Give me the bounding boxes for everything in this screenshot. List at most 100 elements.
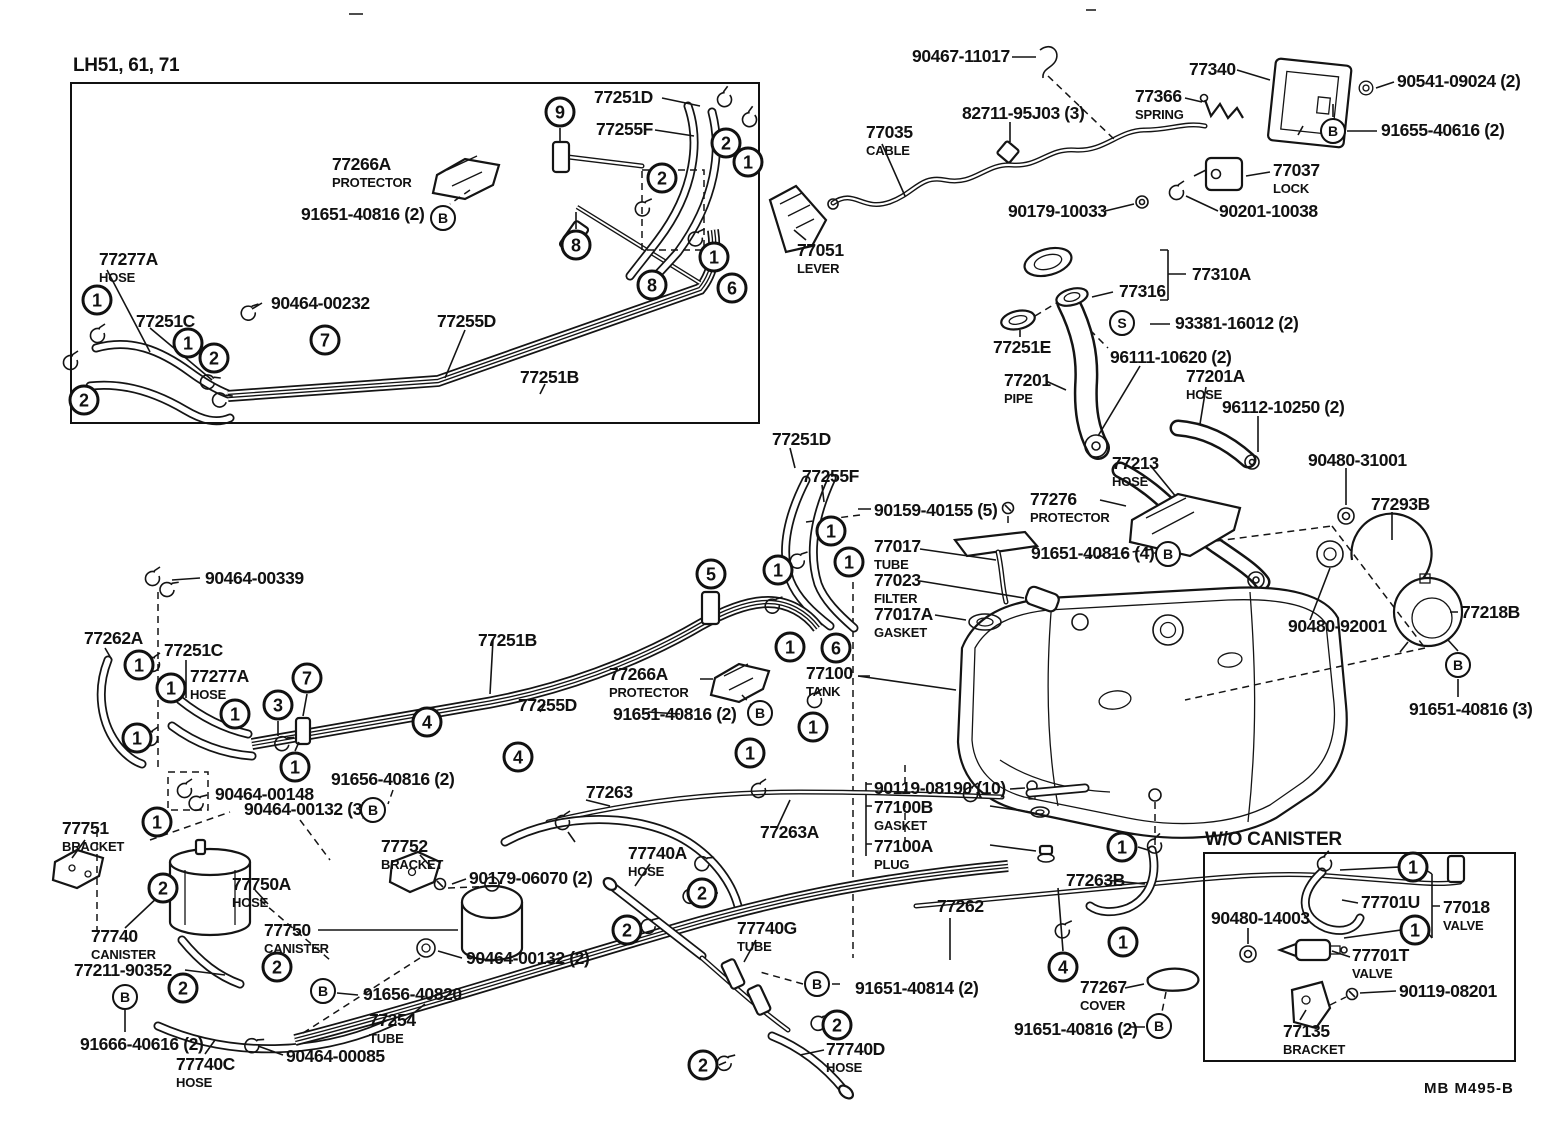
callout-1: 1 bbox=[123, 649, 155, 681]
wo-canister-parts bbox=[1239, 849, 1440, 1030]
part-label-91656-40816-2-: 91656-40816 (2) bbox=[331, 769, 455, 789]
part-number: 77701U bbox=[1361, 892, 1420, 912]
part-label-77262a: 77262A bbox=[84, 628, 143, 648]
part-label-77293b: 77293B bbox=[1371, 495, 1430, 514]
callout-1: 1 bbox=[1399, 914, 1431, 946]
part-number: 90201-10038 bbox=[1219, 201, 1318, 221]
part-number: 77740A bbox=[628, 843, 687, 863]
part-number: 77263B bbox=[1066, 870, 1125, 890]
callout-2: 2 bbox=[821, 1009, 853, 1041]
part-number: 77254 bbox=[369, 1010, 416, 1030]
callout-2: 2 bbox=[710, 127, 742, 159]
callout-b: B bbox=[1445, 652, 1471, 678]
part-label-91651-40814-2-: 91651-40814 (2) bbox=[855, 978, 979, 998]
part-number: 77251E bbox=[993, 337, 1051, 357]
part-label-77310a: 77310A bbox=[1192, 265, 1251, 284]
part-number: 91655-40616 (2) bbox=[1381, 120, 1505, 140]
part-number: 77255D bbox=[518, 695, 577, 715]
callout-1: 1 bbox=[774, 631, 806, 663]
part-number: 77266A bbox=[609, 664, 668, 684]
part-number: 77340 bbox=[1189, 59, 1236, 79]
part-label-77255f: 77255F bbox=[596, 119, 653, 139]
part-number: 90159-40155 (5) bbox=[874, 500, 998, 520]
part-label-77251d: 77251D bbox=[594, 88, 653, 107]
callout-4: 4 bbox=[411, 706, 443, 738]
part-number: 77316 bbox=[1119, 281, 1166, 301]
callout-3: 3 bbox=[262, 689, 294, 721]
part-label-90467-11017: 90467-11017 bbox=[912, 47, 1010, 66]
part-number: 91651-40814 (2) bbox=[855, 978, 979, 998]
part-number: 90464-00148 bbox=[215, 784, 314, 804]
part-number: 77740C bbox=[176, 1054, 235, 1074]
part-descriptor: CABLE bbox=[866, 142, 910, 158]
part-number: 91666-40616 (2) bbox=[80, 1034, 204, 1054]
callout-1: 1 bbox=[1107, 926, 1139, 958]
part-number: 77035 bbox=[866, 122, 913, 142]
part-label-90464-00148: 90464-00148 bbox=[215, 784, 314, 804]
part-descriptor: HOSE bbox=[628, 863, 665, 879]
callout-b: B bbox=[430, 205, 456, 231]
part-number: 77255F bbox=[802, 466, 859, 486]
callout-6: 6 bbox=[820, 632, 852, 664]
part-number: 90480-92001 bbox=[1288, 616, 1387, 636]
callout-b: B bbox=[360, 797, 386, 823]
part-label-90201-10038: 90201-10038 bbox=[1219, 201, 1318, 221]
part-number: 96112-10250 (2) bbox=[1222, 397, 1345, 417]
part-label-90179-06070-2-: 90179-06070 (2) bbox=[469, 869, 593, 888]
part-label-82711-95j03-3-: 82711-95J03 (3) bbox=[962, 103, 1085, 123]
part-number: 77255D bbox=[437, 311, 496, 331]
part-label-77251c: 77251C bbox=[136, 312, 195, 331]
callout-8: 8 bbox=[636, 269, 668, 301]
part-number: 91656-40816 (2) bbox=[331, 769, 455, 789]
part-descriptor: CANISTER bbox=[264, 940, 329, 956]
part-label-96112-10250-2-: 96112-10250 (2) bbox=[1222, 397, 1345, 417]
part-number: 90119-08201 bbox=[1399, 981, 1497, 1001]
part-descriptor: PROTECTOR bbox=[1030, 509, 1110, 525]
part-label-91651-40816-2-: 91651-40816 (2) bbox=[1014, 1020, 1138, 1039]
part-number: 77266A bbox=[332, 154, 391, 174]
part-number: 77701T bbox=[1352, 945, 1409, 965]
part-number: 90464-00339 bbox=[205, 568, 304, 588]
callout-1: 1 bbox=[81, 284, 113, 316]
part-number: 77017 bbox=[874, 536, 921, 556]
part-label-77263: 77263 bbox=[586, 783, 633, 802]
part-number: 90464-00232 bbox=[271, 293, 370, 313]
part-label-77316: 77316 bbox=[1119, 281, 1166, 301]
part-number: 77740G bbox=[737, 918, 797, 938]
callout-1: 1 bbox=[279, 751, 311, 783]
part-number: 91651-40816 (2) bbox=[613, 704, 737, 724]
part-label-77701u: 77701U bbox=[1361, 892, 1420, 912]
part-number: 91656-40820 bbox=[363, 984, 462, 1004]
part-number: 77263A bbox=[760, 822, 819, 842]
callout-b: B bbox=[1146, 1013, 1172, 1039]
part-number: 77262A bbox=[84, 628, 143, 648]
part-number: 96111-10620 (2) bbox=[1110, 347, 1232, 367]
tank-cover-cluster bbox=[1084, 507, 1464, 701]
part-label-77262: 77262 bbox=[937, 897, 984, 916]
part-label-77255d: 77255D bbox=[518, 695, 577, 715]
part-number: 82711-95J03 (3) bbox=[962, 103, 1085, 123]
part-number: 77100A bbox=[874, 836, 933, 856]
part-number: 77255F bbox=[596, 119, 653, 139]
part-number: 77740D bbox=[826, 1039, 885, 1059]
part-label-77251e: 77251E bbox=[993, 337, 1051, 357]
part-label-91651-40816-2-: 91651-40816 (2) bbox=[613, 704, 737, 724]
center-tubes bbox=[96, 447, 1466, 960]
part-label-77251c: 77251C bbox=[164, 641, 223, 660]
callout-2: 2 bbox=[687, 1049, 719, 1081]
part-label-90179-10033: 90179-10033 bbox=[1008, 202, 1107, 221]
part-number: 90119-08190 (10) bbox=[874, 778, 1006, 798]
